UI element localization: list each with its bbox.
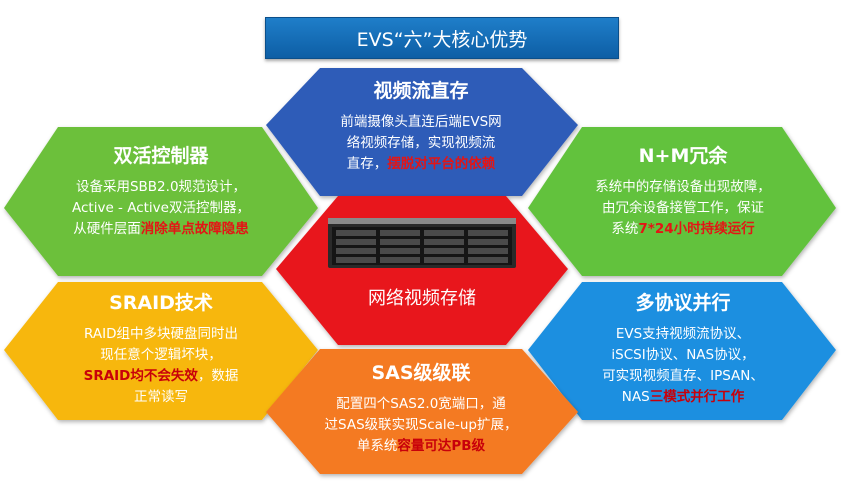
hex-bottom [266, 349, 578, 474]
card-line: 过SAS级联实现Scale-up扩展， [324, 417, 518, 433]
hex-top-left [4, 127, 318, 276]
card-line: ，数据 [197, 368, 239, 384]
card-line: 前端摄像头直连后端EVS网 [340, 114, 502, 130]
card-line: NAS [621, 389, 650, 405]
card-line: Active - Active双活控制器， [72, 200, 250, 216]
card-title: SAS级级联 [371, 362, 471, 384]
server-rack-image [328, 218, 516, 268]
card-line: 正常读写 [134, 389, 188, 405]
card-sas-cascade: SAS级级联 配置四个SAS2.0宽端口，通 过SAS级联实现Scale-up扩… [290, 362, 552, 457]
card-title: N+M冗余 [638, 145, 728, 167]
card-highlight: SRAID均不会失效 [83, 368, 198, 384]
hex-bottom-right [528, 282, 836, 420]
card-line: 从硬件层面 [73, 221, 141, 237]
card-highlight: 7*24小时持续运行 [638, 221, 755, 237]
card-line: 配置四个SAS2.0宽端口，通 [336, 396, 506, 412]
hex-bottom-left [4, 282, 318, 420]
hex-top [266, 68, 578, 196]
card-line: 由冗余设备接管工作，保证 [602, 200, 764, 216]
card-line: 设备采用SBB2.0规范设计， [75, 179, 247, 195]
card-multi-protocol: 多协议并行 EVS支持视频流协议、 iSCSI协议、NAS协议， 可实现视频直存… [552, 292, 814, 408]
card-highlight: 三模式并行工作 [649, 389, 745, 405]
card-line: 系统 [611, 221, 639, 237]
card-highlight: 容量可达PB级 [397, 438, 486, 454]
card-line: iSCSI协议、NAS协议， [611, 347, 755, 363]
card-sraid-technology: SRAID技术 RAID组中多块硬盘同时出 现任意个逻辑坏块， SRAID均不会… [30, 292, 292, 408]
card-highlight: 消除单点故障隐患 [140, 221, 249, 237]
center-caption: 网络视频存储 [368, 288, 476, 309]
card-title: SRAID技术 [109, 292, 213, 314]
card-line: EVS支持视频流协议、 [615, 326, 751, 342]
card-line: 络视频存储，实现视频流 [346, 135, 496, 151]
hex-top-right [528, 127, 836, 276]
title-banner: EVS“六”大核心优势 [265, 17, 619, 59]
card-line: 直存， [346, 156, 388, 172]
card-n-plus-m-redundancy: N+M冗余 系统中的存储设备出现故障， 由冗余设备接管工作，保证 系统7*24小… [552, 145, 814, 240]
card-line: 系统中的存储设备出现故障， [595, 179, 771, 195]
card-line: 可实现视频直存、IPSAN、 [602, 368, 764, 384]
card-title: 视频流直存 [373, 80, 469, 102]
card-title: 双活控制器 [113, 145, 209, 167]
banner-title: EVS“六”大核心优势 [356, 28, 528, 51]
card-highlight: 摆脱对平台的依赖 [387, 156, 496, 172]
card-video-direct-storage: 视频流直存 前端摄像头直连后端EVS网 络视频存储，实现视频流 直存，摆脱对平台… [290, 80, 552, 175]
card-line: 现任意个逻辑坏块， [100, 347, 222, 363]
card-title: 多协议并行 [635, 292, 731, 314]
card-dual-active-controller: 双活控制器 设备采用SBB2.0规范设计， Active - Active双活控… [30, 145, 292, 240]
card-line: RAID组中多块硬盘同时出 [84, 326, 238, 342]
card-line: 单系统 [356, 438, 398, 454]
